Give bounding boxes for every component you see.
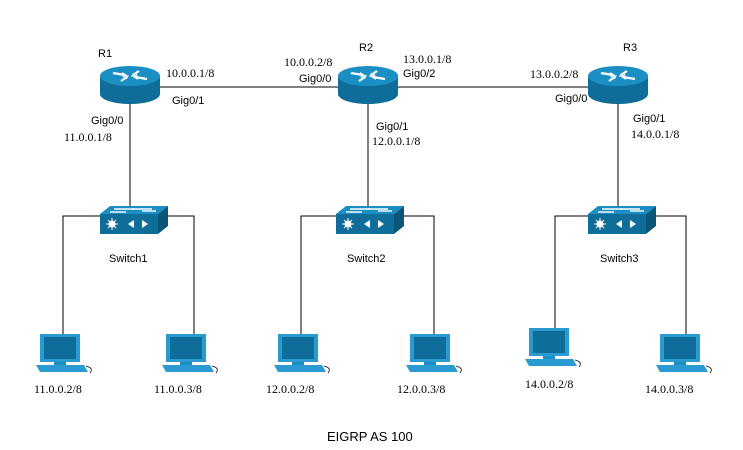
link-sw2-pc3 [300,215,336,334]
pc-3[interactable]: 12.0.0.2/8 [266,333,330,396]
interface-labels: 10.0.0.1/8 Gig0/1 Gig0/0 11.0.0.1/8 10.0… [64,52,679,148]
link-sw2-pc4 [402,215,435,334]
r3-gig01-name: Gig0/1 [633,113,665,125]
pc-4[interactable]: 12.0.0.3/8 [397,333,462,396]
diagram-caption: EIGRP AS 100 [327,429,413,444]
router-r3[interactable]: R3 [586,42,650,106]
r2-gig02-name: Gig0/2 [403,68,435,80]
r3-gig00-ip: 13.0.0.2/8 [530,67,578,81]
switch-sw1[interactable]: Switch1 [99,205,169,265]
switch-icon [335,205,405,235]
router-label: R1 [98,48,112,60]
pc-5[interactable]: 14.0.0.2/8 [524,327,581,391]
router-label: R2 [359,42,373,54]
pc-icon [273,333,330,374]
pc-ip-label: 12.0.0.2/8 [266,382,314,396]
pc-icon [35,333,92,374]
link-sw3-pc5 [554,215,588,334]
pc-ip-label: 11.0.0.3/8 [154,382,202,396]
r2-gig01-name: Gig0/1 [376,121,408,133]
switch-label: Switch1 [109,253,148,265]
router-r1[interactable]: R1 [98,48,162,106]
switch-label: Switch2 [347,253,386,265]
switch-sw3[interactable]: Switch3 [587,205,657,265]
router-label: R3 [623,42,637,54]
r2-gig02-ip: 13.0.0.1/8 [403,52,451,66]
router-icon [336,64,400,106]
switch-icon [99,205,169,235]
pc-6[interactable]: 14.0.0.3/8 [645,333,712,396]
pc-ip-label: 14.0.0.2/8 [525,377,573,391]
pc-2[interactable]: 11.0.0.3/8 [154,333,218,396]
r2-gig01-ip: 12.0.0.1/8 [372,134,420,148]
router-icon [98,64,162,106]
switch-label: Switch3 [600,253,639,265]
pc-icon [524,327,581,368]
pc-icon [655,333,712,374]
router-r2[interactable]: R2 [336,42,400,106]
link-sw1-pc1 [62,215,100,334]
link-sw1-pc2 [166,215,195,334]
pc-ip-label: 11.0.0.2/8 [34,382,82,396]
r3-gig00-name: Gig0/0 [555,93,587,105]
switch-icon [587,205,657,235]
r2-gig00-name: Gig0/0 [299,73,331,85]
link-sw3-pc6 [654,215,687,334]
r1-gig00-ip: 11.0.0.1/8 [64,130,112,144]
r1-gig01-name: Gig0/1 [172,95,204,107]
router-icon [586,64,650,106]
switch-sw2[interactable]: Switch2 [335,205,405,265]
links [62,86,687,334]
r3-gig01-ip: 14.0.0.1/8 [631,127,679,141]
pc-icon [405,333,462,374]
r2-gig00-ip: 10.0.0.2/8 [284,55,332,69]
pc-ip-label: 12.0.0.3/8 [397,382,445,396]
r1-gig01-ip: 10.0.0.1/8 [166,66,214,80]
pc-ip-label: 14.0.0.3/8 [645,382,693,396]
pc-1[interactable]: 11.0.0.2/8 [34,333,92,396]
r1-gig00-name: Gig0/0 [91,115,123,127]
pc-icon [161,333,218,374]
